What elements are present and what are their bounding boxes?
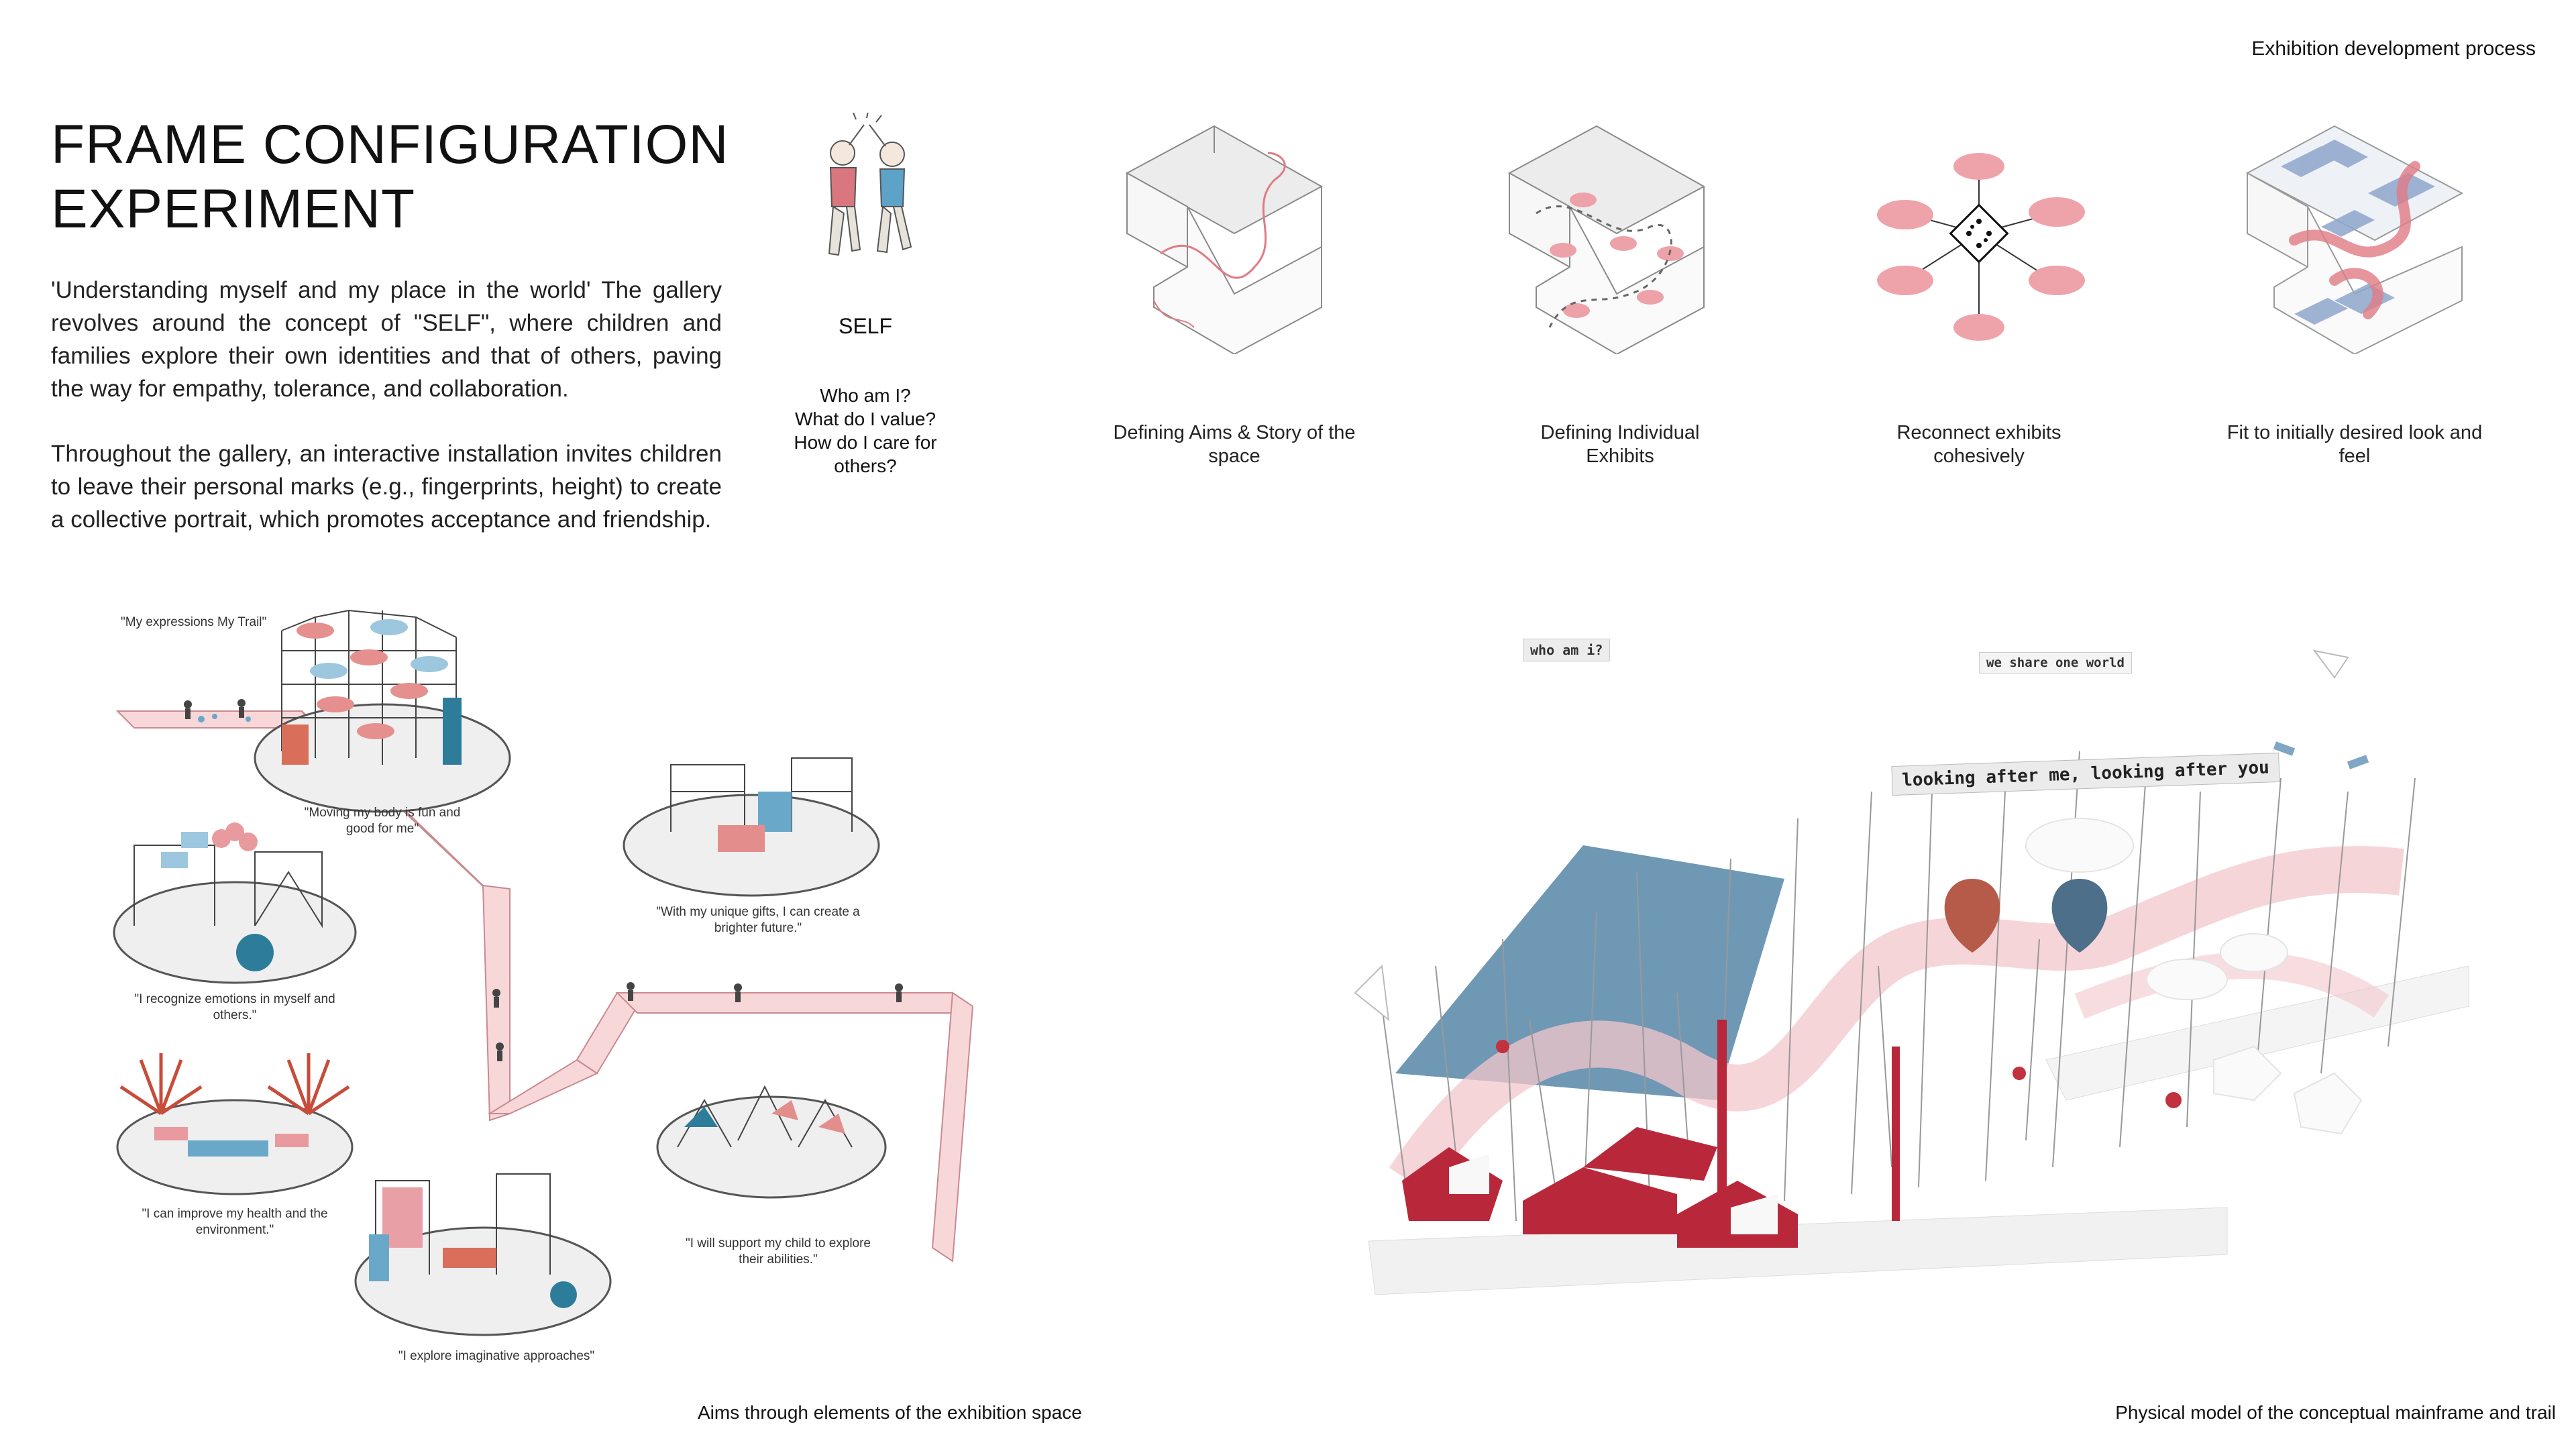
model-caption: Physical model of the conceptual mainfra…	[2115, 1402, 2556, 1423]
intro-paragraph-2: Throughout the gallery, an interactive i…	[51, 441, 722, 533]
isometric-layout-icon	[2245, 125, 2464, 354]
physical-model-photo: who am i? we share one world looking aft…	[1208, 590, 2549, 1382]
self-label: SELF	[838, 314, 893, 338]
process-step-1-caption: Defining Aims & Story of the space	[1113, 422, 1356, 467]
process-step-4-caption: Fit to initially desired look and feel	[2226, 422, 2483, 467]
trail-sketch-illustration	[113, 609, 974, 1336]
quote-support-child: "I will support my child to explore thei…	[685, 1236, 871, 1267]
quote-trail: "My expressions My Trail"	[121, 615, 267, 629]
self-question-1: Who am I?	[820, 385, 911, 406]
title-line-1: FRAME CONFIGURATION	[51, 114, 729, 175]
model-illustration	[1354, 649, 2469, 1295]
sign-who-am-i: who am i?	[1523, 639, 1611, 661]
self-questions: Who am I? What do I value? How do I care…	[778, 384, 953, 478]
quote-moving-body: "Moving my body is fun and good for me"	[304, 806, 461, 836]
intro-paragraph-1: 'Understanding myself and my place in th…	[51, 277, 722, 402]
page-title: FRAME CONFIGURATION EXPERIMENT	[51, 113, 729, 241]
hub-network-icon	[1877, 153, 2085, 341]
self-question-4: others?	[834, 455, 897, 476]
quote-health: "I can improve my health and the environ…	[142, 1207, 328, 1237]
sign-we-share-one-world: we share one world	[1979, 652, 2132, 674]
process-step-2-caption: Defining Individual Exhibits	[1540, 422, 1700, 467]
process-step-3-caption: Reconnect exhibits cohesively	[1896, 422, 2061, 467]
title-line-2: EXPERIMENT	[51, 178, 416, 239]
gallery-sketch-caption: Aims through elements of the exhibition …	[698, 1402, 1082, 1423]
quote-emotions: "I recognize emotions in myself and othe…	[134, 992, 335, 1022]
children-high-five-illustration	[828, 113, 912, 256]
self-question-3: How do I care for	[794, 432, 937, 453]
isometric-room-exhibits-icon	[1507, 125, 1706, 354]
quote-imaginative: "I explore imaginative approaches"	[398, 1349, 595, 1363]
gallery-trail-sketch: "My expressions My Trail" "Moving my bod…	[80, 590, 1033, 1375]
self-question-2: What do I value?	[794, 409, 936, 429]
isometric-room-trail-icon	[1125, 125, 1324, 354]
section-label: Exhibition development process	[2251, 38, 2536, 60]
quote-unique-gifts: "With my unique gifts, I can create a br…	[656, 905, 860, 935]
